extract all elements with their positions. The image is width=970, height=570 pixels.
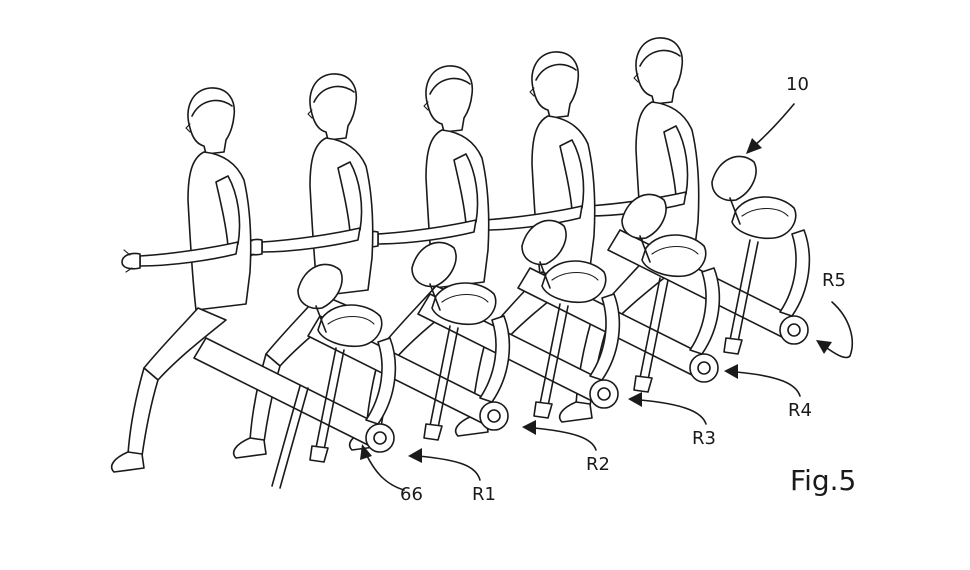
label-r2: R2: [586, 454, 610, 475]
label-r1: R1: [472, 484, 496, 505]
leader-r3: [639, 399, 707, 425]
label-r3: R3: [692, 428, 716, 449]
label-66: 66: [400, 484, 423, 505]
passenger-row-1: [110, 87, 252, 473]
leader-r5: [823, 301, 854, 359]
leader-r4: [735, 371, 801, 397]
leader-r1: [417, 455, 481, 481]
figure-caption: Fig.5: [790, 464, 856, 497]
label-r4: R4: [788, 400, 812, 421]
label-r5: R5: [822, 270, 846, 291]
front-strut: [271, 385, 301, 487]
leader-10: [753, 103, 795, 147]
leader-66: [365, 453, 405, 491]
seat-row-assembly: [110, 37, 811, 489]
leader-r2: [533, 427, 597, 451]
leader-arrows: [360, 103, 854, 491]
label-10: 10: [786, 74, 809, 95]
